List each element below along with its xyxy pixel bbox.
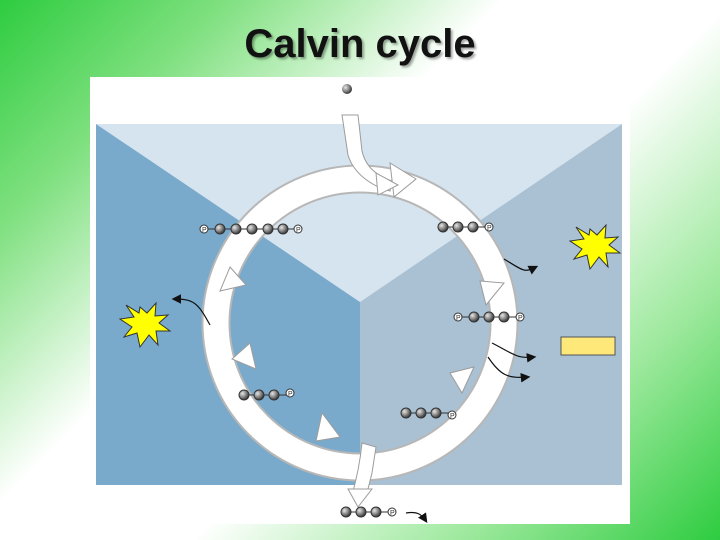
molecule-right-middle [453,311,525,323]
phosphate-label: P [487,225,492,232]
cycle-arrowheads [219,162,505,442]
input-arrow [341,114,400,196]
ring-arrowhead-top [389,162,417,198]
left-energy-arrow [171,294,211,326]
ring-arrowhead-lower-right [449,366,475,395]
phosphate-label: P [390,510,395,517]
diagram-canvas: P P P P P P P P [96,84,622,523]
stroma-top-region [96,124,622,302]
right-middle-arrow-1 [491,342,537,363]
output-arrow [347,442,377,508]
molecule-top-right [437,221,494,233]
molecule-lower-right [400,407,457,420]
right-upper-arrow [503,258,539,275]
phosphate-label: P [456,315,461,322]
phosphate-label: P [288,391,293,398]
energy-starbursts [118,223,622,349]
molecule-lower-left [238,388,295,401]
ring-arrowhead-lower-left [231,342,257,370]
molecule-rubp-left [199,223,303,235]
phosphate-label: P [450,413,455,420]
molecule-top-input [342,84,352,94]
label-box [560,336,616,356]
ring-arrowhead-left [219,266,247,292]
phosphate-label: P [296,227,301,234]
ring-arrowhead-right [479,280,505,307]
ring-arrowhead-bottom [315,411,341,442]
molecule-bottom-output [340,506,397,518]
calvin-cycle-diagram: P P P P P P P P [90,77,630,524]
right-middle-arrow-2 [487,356,531,383]
phosphate-label: P [518,315,523,322]
bottom-output-curl [405,511,428,523]
slide-title: Calvin cycle [244,22,476,66]
right-starburst-icon [568,223,622,271]
side-arrows [171,258,539,523]
phosphate-label: P [202,227,207,234]
left-starburst-icon [118,301,172,349]
